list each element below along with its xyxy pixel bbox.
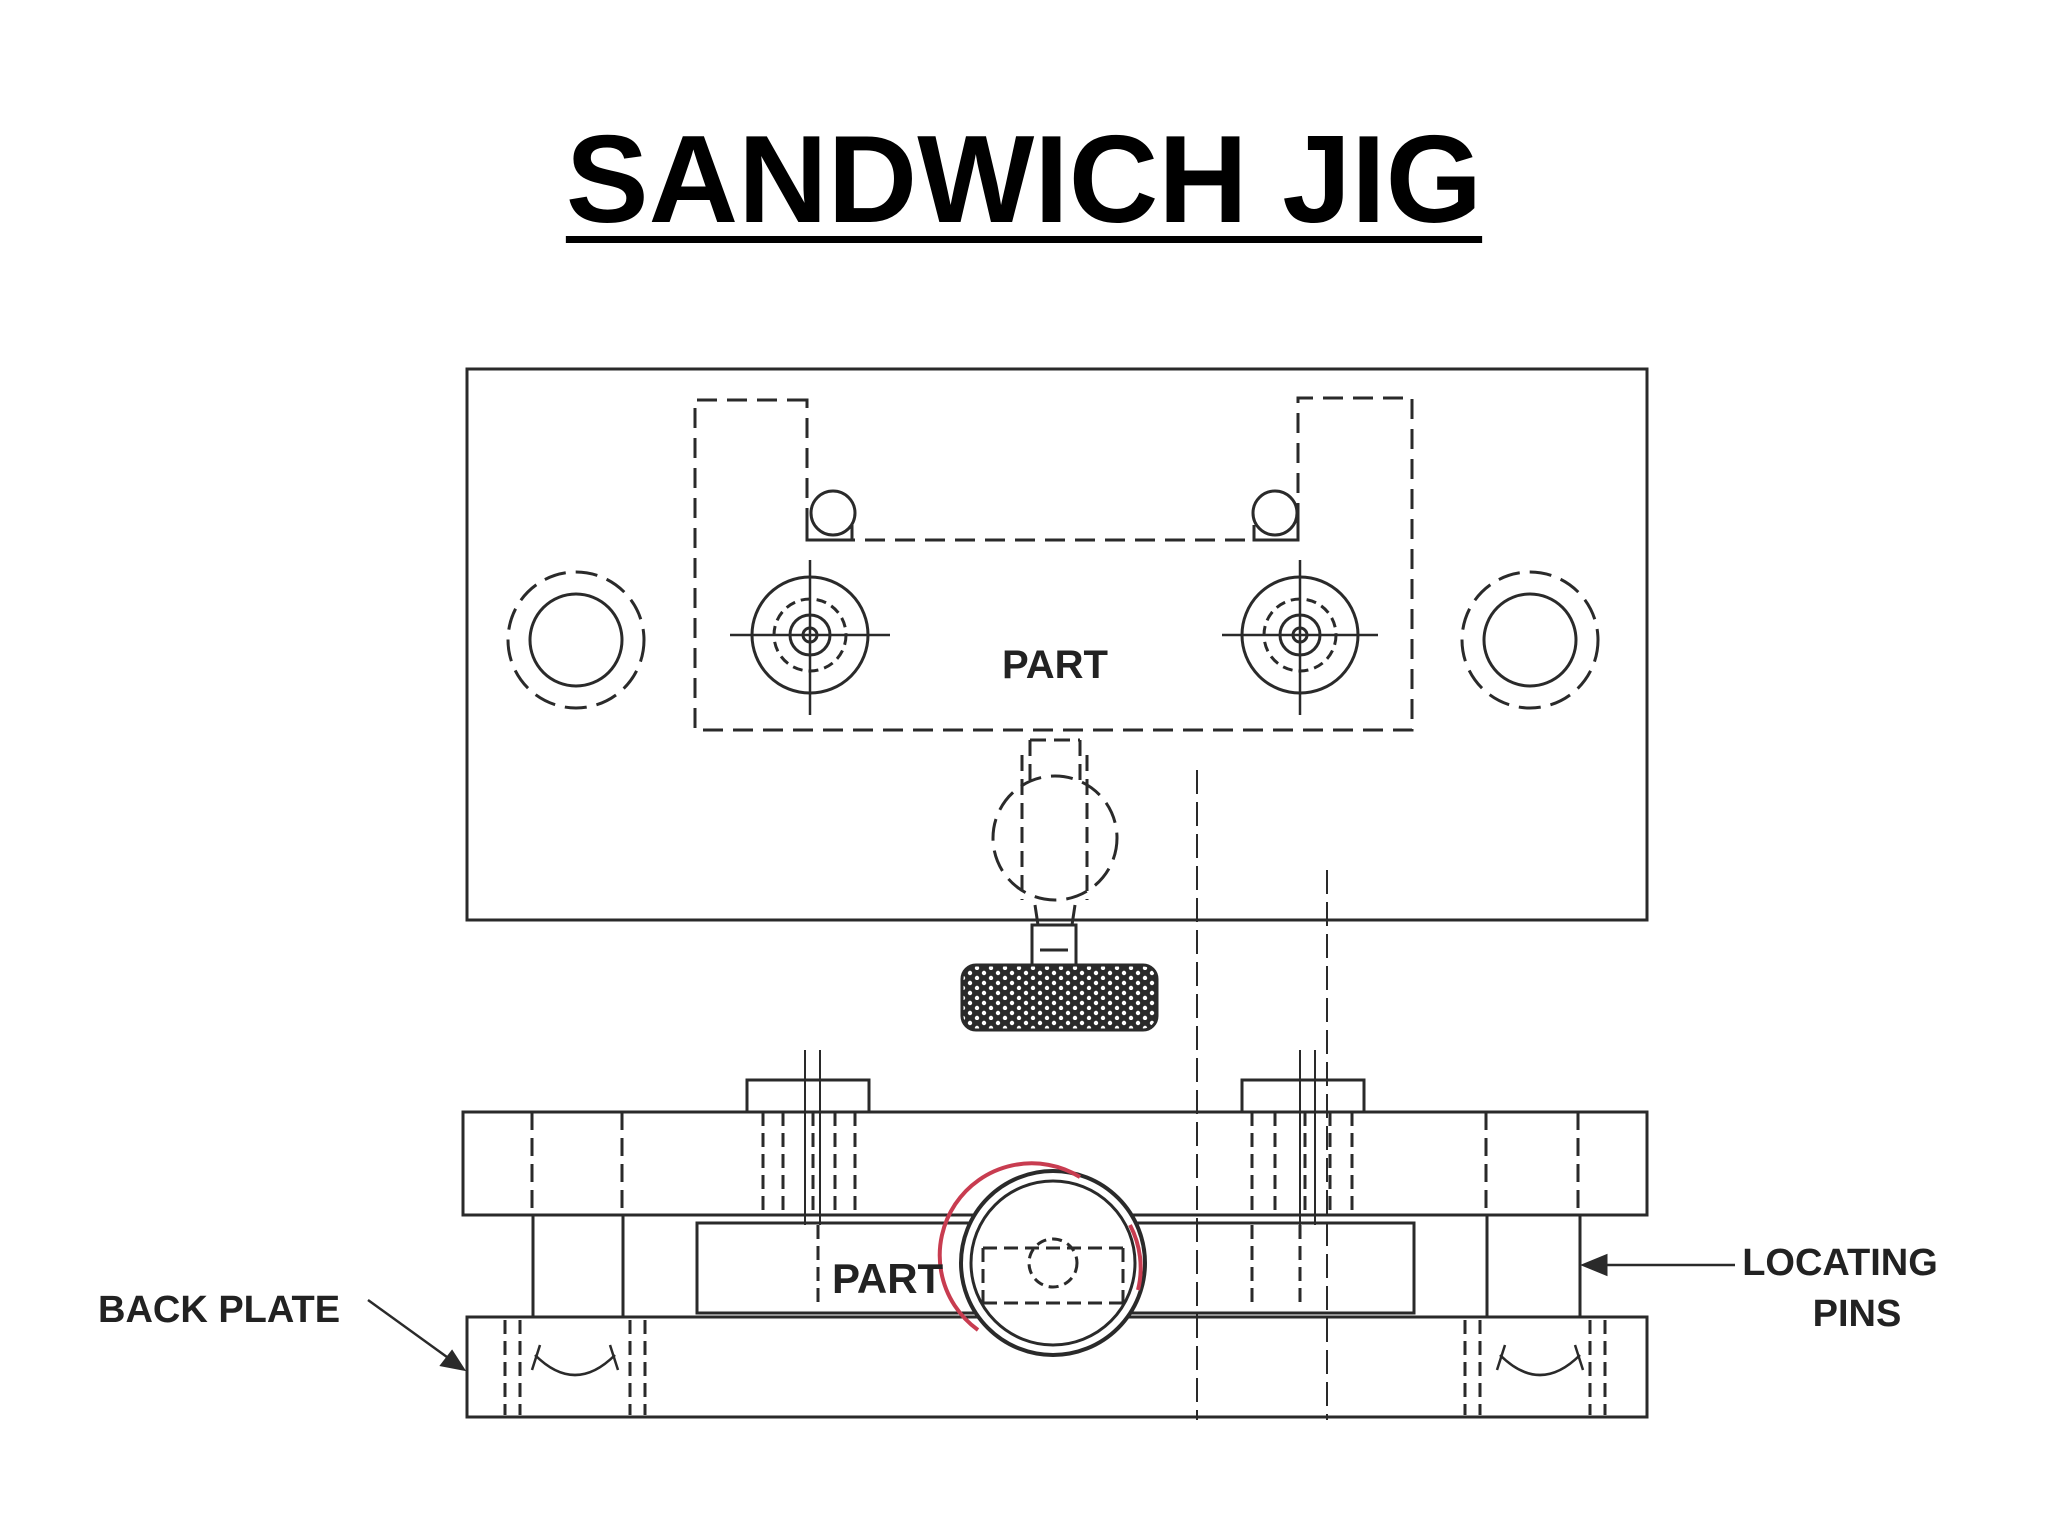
back-plate-leader (367, 1298, 459, 1367)
middle-part-hidden-lines (816, 1225, 1302, 1308)
drill-bushing-right-front (1240, 1050, 1366, 1225)
plan-view-plate (465, 367, 1649, 922)
part-label-top: PART (1002, 643, 1108, 687)
drill-bushing-left-front (745, 1050, 871, 1225)
locating-pin-front-left (531, 1215, 625, 1317)
knurled-screw-plan (991, 738, 1119, 967)
title-text: SANDWICH JIG (565, 111, 1483, 249)
part-label-bottom: PART (832, 1255, 944, 1302)
red-highlight-arc (937, 1161, 1143, 1332)
back-plate-bushing-right (1463, 1320, 1607, 1415)
back-plate-bushing-left (503, 1320, 647, 1415)
slide-title: SANDWICH JIG (0, 118, 2048, 242)
drill-bushing-left-plan (730, 560, 890, 715)
back-plate-arrowhead (439, 1349, 467, 1372)
drill-bushing-right-plan (1222, 560, 1378, 715)
knurled-knob (960, 963, 1159, 1032)
clamp-ring-front (959, 1169, 1147, 1357)
locating-pins-label-line2: PINS (1813, 1293, 1902, 1335)
back-plate-label: BACK PLATE (98, 1289, 340, 1331)
locating-pin-top-left (805, 489, 857, 542)
part-outline-hidden (693, 396, 1414, 732)
locating-pins-label-line1: LOCATING (1742, 1242, 1938, 1284)
locating-pin-top-right (1251, 489, 1300, 542)
locating-pins-arrowhead (1580, 1253, 1608, 1277)
clamp-hole-left-plan (506, 570, 646, 710)
clamp-hole-right-plan (1460, 570, 1600, 710)
locating-pin-front-right (1485, 1215, 1582, 1317)
